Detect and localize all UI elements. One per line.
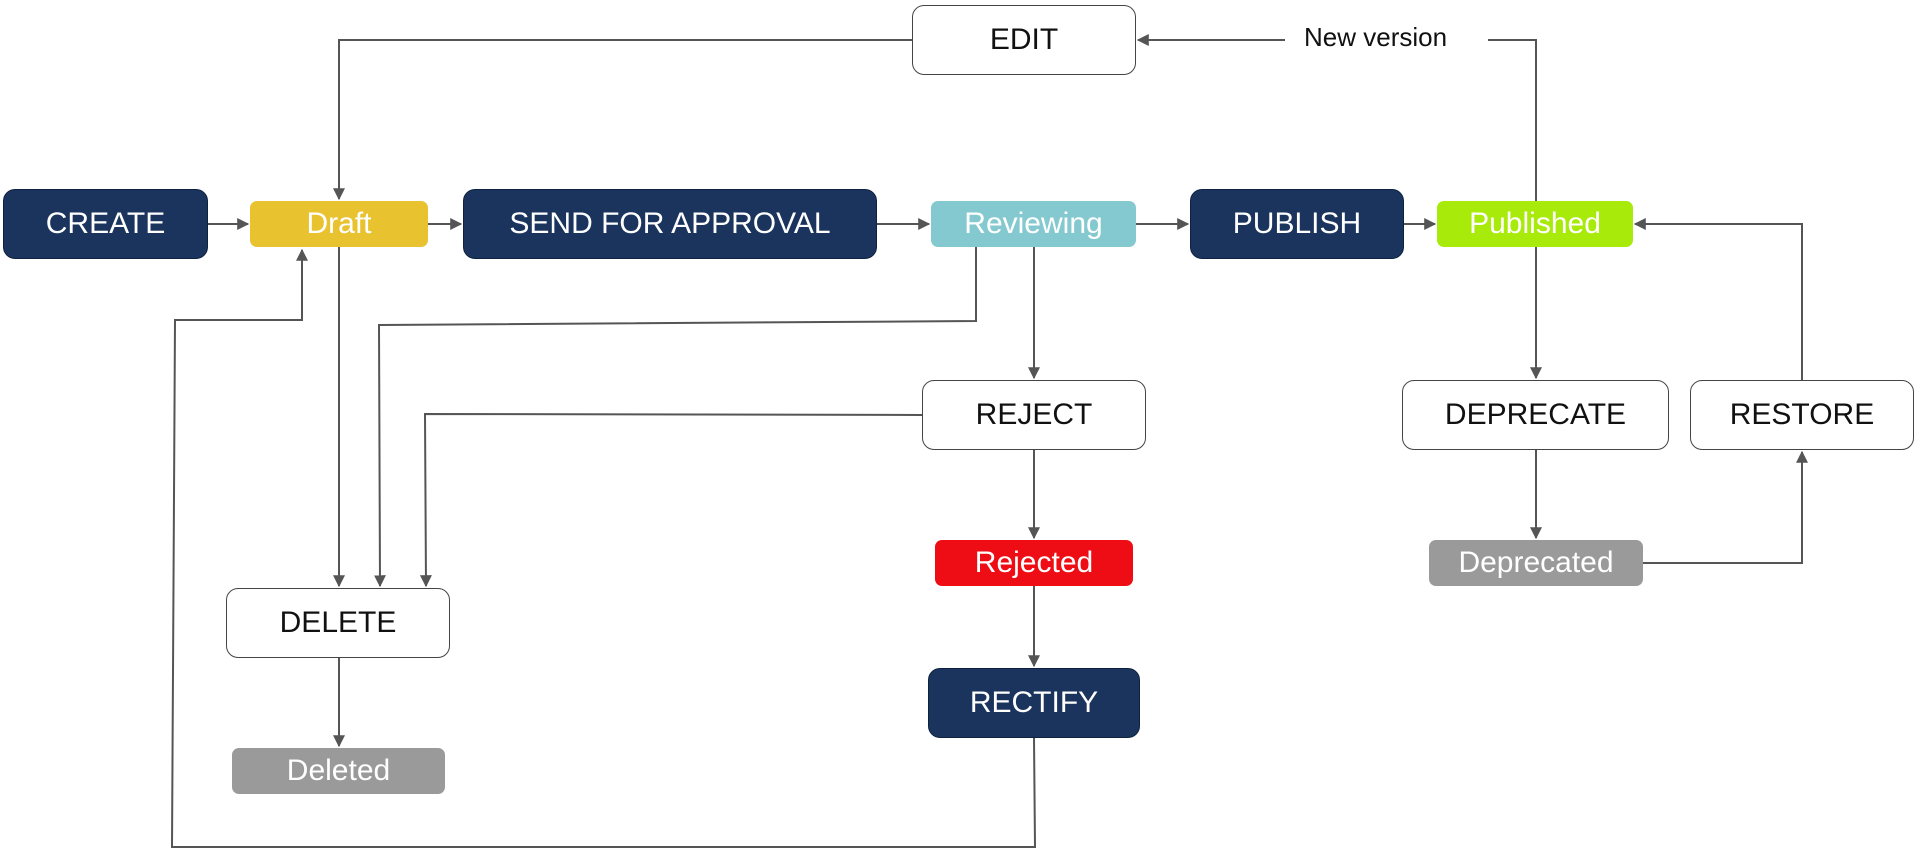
edit-action-node: EDIT (912, 5, 1136, 75)
restore-to-published-connector (1633, 218, 1803, 380)
reviewing-state-node: Reviewing (931, 201, 1136, 247)
deprecated-state-node: Deprecated (1429, 540, 1643, 586)
send-for-approval-action-node: SEND FOR APPROVAL (463, 189, 877, 259)
reject-to-delete-connector (419, 412, 923, 588)
new-version-edge-label: New version (1304, 22, 1448, 52)
reviewing-to-delete-connector (373, 247, 977, 588)
deprecated-to-restore-connector (1643, 450, 1808, 564)
create-action-node: CREATE (3, 189, 208, 259)
rectify-action-node: RECTIFY (928, 668, 1140, 738)
draft-state-node: Draft (250, 201, 428, 247)
reject-action-node: REJECT (922, 380, 1146, 450)
published-state-node: Published (1437, 201, 1633, 247)
rectify-to-draft-connector (170, 248, 1037, 848)
delete-action-node: DELETE (226, 588, 450, 658)
deprecate-action-node: DEPRECATE (1402, 380, 1669, 450)
deleted-state-node: Deleted (232, 748, 445, 794)
publish-action-node: PUBLISH (1190, 189, 1404, 259)
restore-action-node: RESTORE (1690, 380, 1914, 450)
edit-to-draft-connector (333, 39, 912, 201)
published-to-edit-connector (1488, 39, 1537, 201)
rejected-state-node: Rejected (935, 540, 1133, 586)
